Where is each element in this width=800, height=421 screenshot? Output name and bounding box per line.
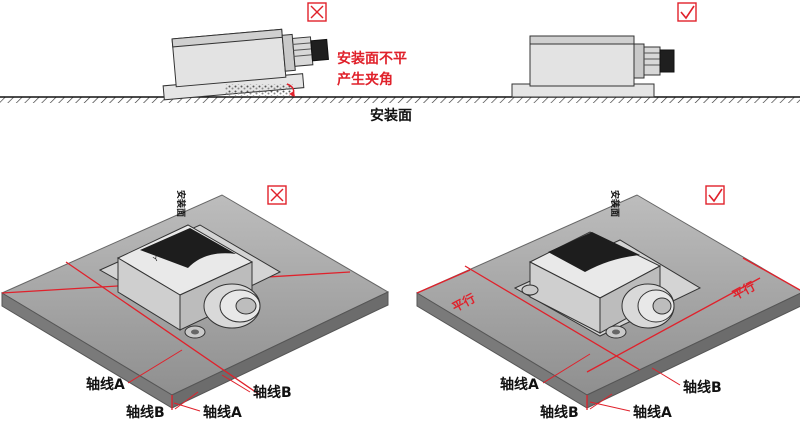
debris-gravel bbox=[225, 84, 293, 97]
axis-a-label-left-2: 轴线A bbox=[203, 404, 242, 421]
axis-a-label-right-1: 轴线A bbox=[500, 376, 539, 393]
correct-mounting-panel bbox=[415, 194, 800, 410]
axis-b-label-left-2: 轴线B bbox=[253, 384, 292, 401]
axis-b-label-left-1: 轴线B bbox=[126, 404, 165, 421]
cross-box-icon bbox=[307, 2, 327, 22]
wrong-mounting-panel: Y bbox=[0, 194, 390, 410]
flat-sensor-side-view bbox=[511, 35, 675, 98]
warning-line1: 安装面不平 bbox=[337, 50, 407, 67]
cross-box-icon-bottom bbox=[267, 185, 287, 205]
ground-surface bbox=[0, 96, 800, 103]
warning-line2: 产生夹角 bbox=[337, 71, 393, 88]
axis-b-label-right-2: 轴线B bbox=[683, 379, 722, 396]
svg-text:Y: Y bbox=[151, 254, 160, 264]
axis-a-label-left-1: 轴线A bbox=[86, 376, 125, 393]
axis-a-label-right-2: 轴线A bbox=[633, 404, 672, 421]
check-box-icon-bottom bbox=[705, 185, 725, 205]
axis-b-label-right-1: 轴线B bbox=[540, 404, 579, 421]
surface-label: 安装面 bbox=[370, 107, 412, 124]
mount-face-label-right: 安装面 bbox=[609, 190, 621, 217]
mount-face-label-left: 安装面 bbox=[175, 190, 187, 217]
check-box-icon bbox=[677, 2, 697, 22]
